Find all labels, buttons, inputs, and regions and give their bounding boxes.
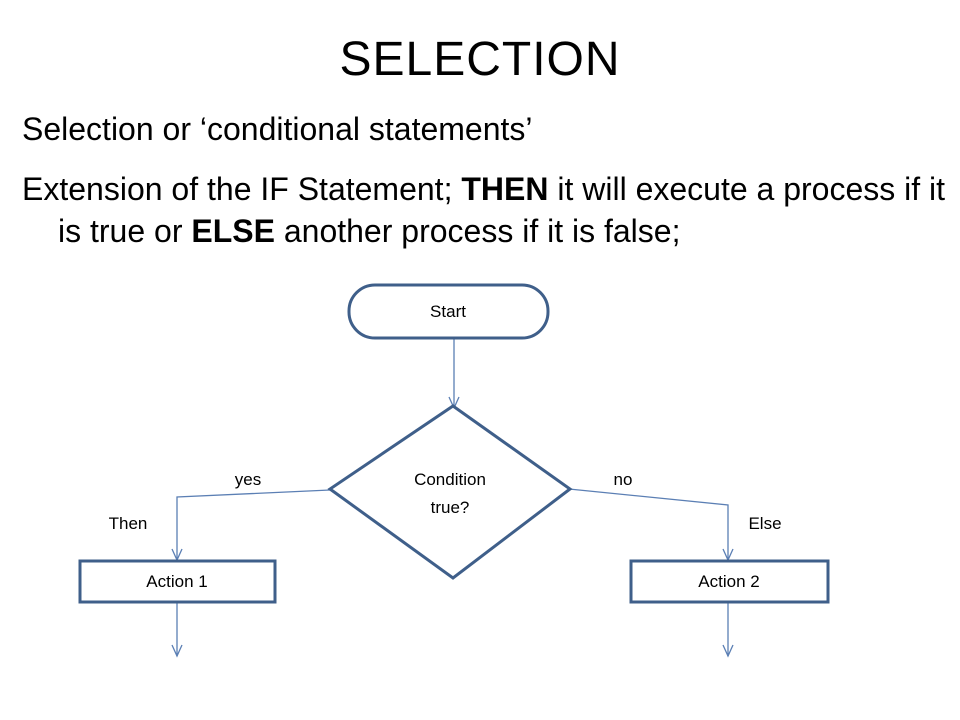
bullet-extension: Extension of the IF Statement; THEN it w… bbox=[22, 168, 952, 252]
bullet-list: Selection or ‘conditional statements’ Ex… bbox=[22, 108, 952, 270]
action1-box bbox=[78, 559, 277, 604]
arrow-yes-branch bbox=[171, 489, 331, 562]
then-label: Then bbox=[109, 514, 148, 533]
start-terminator bbox=[347, 283, 550, 340]
bullet-extension-part2: it will execute a process if it is true … bbox=[58, 171, 946, 249]
action1-label: Action 1 bbox=[146, 572, 207, 591]
bullet-selection: Selection or ‘conditional statements’ bbox=[22, 111, 533, 147]
arrow-no-branch bbox=[568, 488, 734, 562]
yes-label: yes bbox=[235, 470, 261, 489]
then-keyword: THEN bbox=[461, 171, 549, 207]
bullet-extension-part3: another process if it is false; bbox=[274, 213, 681, 249]
start-label: Start bbox=[430, 302, 466, 321]
slide-title: SELECTION bbox=[339, 33, 621, 86]
condition-label-line1: Condition bbox=[414, 470, 486, 489]
condition-diamond bbox=[327, 404, 573, 580]
else-keyword: ELSE bbox=[191, 213, 275, 249]
else-label: Else bbox=[748, 514, 781, 533]
action2-box bbox=[629, 559, 830, 604]
action2-label: Action 2 bbox=[698, 572, 759, 591]
bullet-extension-part1: Extension of the IF Statement; bbox=[22, 171, 462, 207]
no-label: no bbox=[614, 470, 633, 489]
condition-label-line2: true? bbox=[431, 498, 470, 517]
